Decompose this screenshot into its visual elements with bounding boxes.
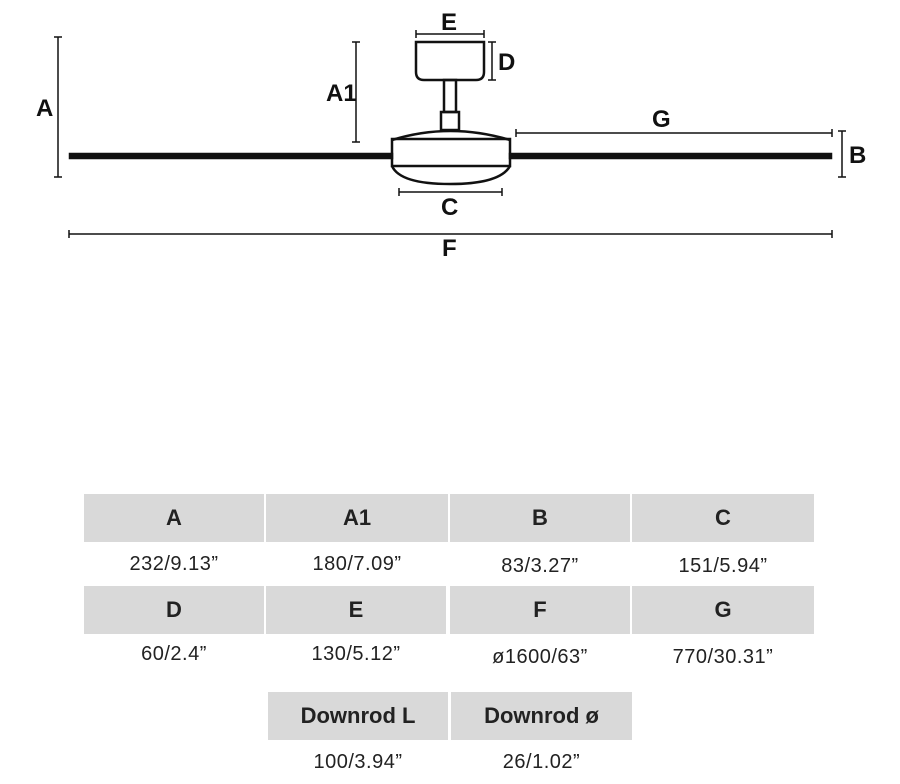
table-value-a1: 180/7.09”: [312, 552, 402, 575]
table-header-downrod-length: Downrod L: [268, 692, 448, 740]
dim-label-a1: A1: [326, 80, 357, 107]
table-header-a: A: [84, 494, 264, 542]
table-value-a: 232/9.13”: [129, 552, 219, 575]
table-header-g: G: [632, 586, 814, 634]
dimension-lines: [54, 30, 846, 238]
table-header-downrod-diameter: Downrod ø: [451, 692, 632, 740]
table-header-f: F: [450, 586, 630, 634]
table-value-f: ø1600/63”: [492, 645, 588, 668]
table-header-c: C: [632, 494, 814, 542]
table-value-d: 60/2.4”: [141, 642, 207, 665]
table-header-d: D: [84, 586, 264, 634]
table-value-downrod-diameter: 26/1.02”: [502, 750, 581, 773]
dim-label-c: C: [441, 194, 458, 221]
table-value-downrod-length: 100/3.94”: [313, 750, 403, 773]
dim-label-d: D: [498, 49, 515, 76]
dim-label-g: G: [652, 106, 671, 133]
table-value-g: 770/30.31”: [672, 645, 774, 668]
table-value-b: 83/3.27”: [501, 554, 579, 577]
table-value-e: 130/5.12”: [311, 642, 401, 665]
dim-label-e: E: [441, 9, 457, 36]
table-value-c: 151/5.94”: [678, 554, 768, 577]
table-header-b: B: [450, 494, 630, 542]
dim-label-f: F: [442, 235, 457, 262]
table-header-a1: A1: [266, 494, 448, 542]
dim-label-b: B: [849, 142, 866, 169]
dim-label-a: A: [36, 95, 53, 122]
fan-dimension-diagram: A A1 E D G B C F: [36, 9, 866, 262]
table-header-e: E: [266, 586, 446, 634]
ceiling-fan-drawing: [68, 40, 833, 186]
